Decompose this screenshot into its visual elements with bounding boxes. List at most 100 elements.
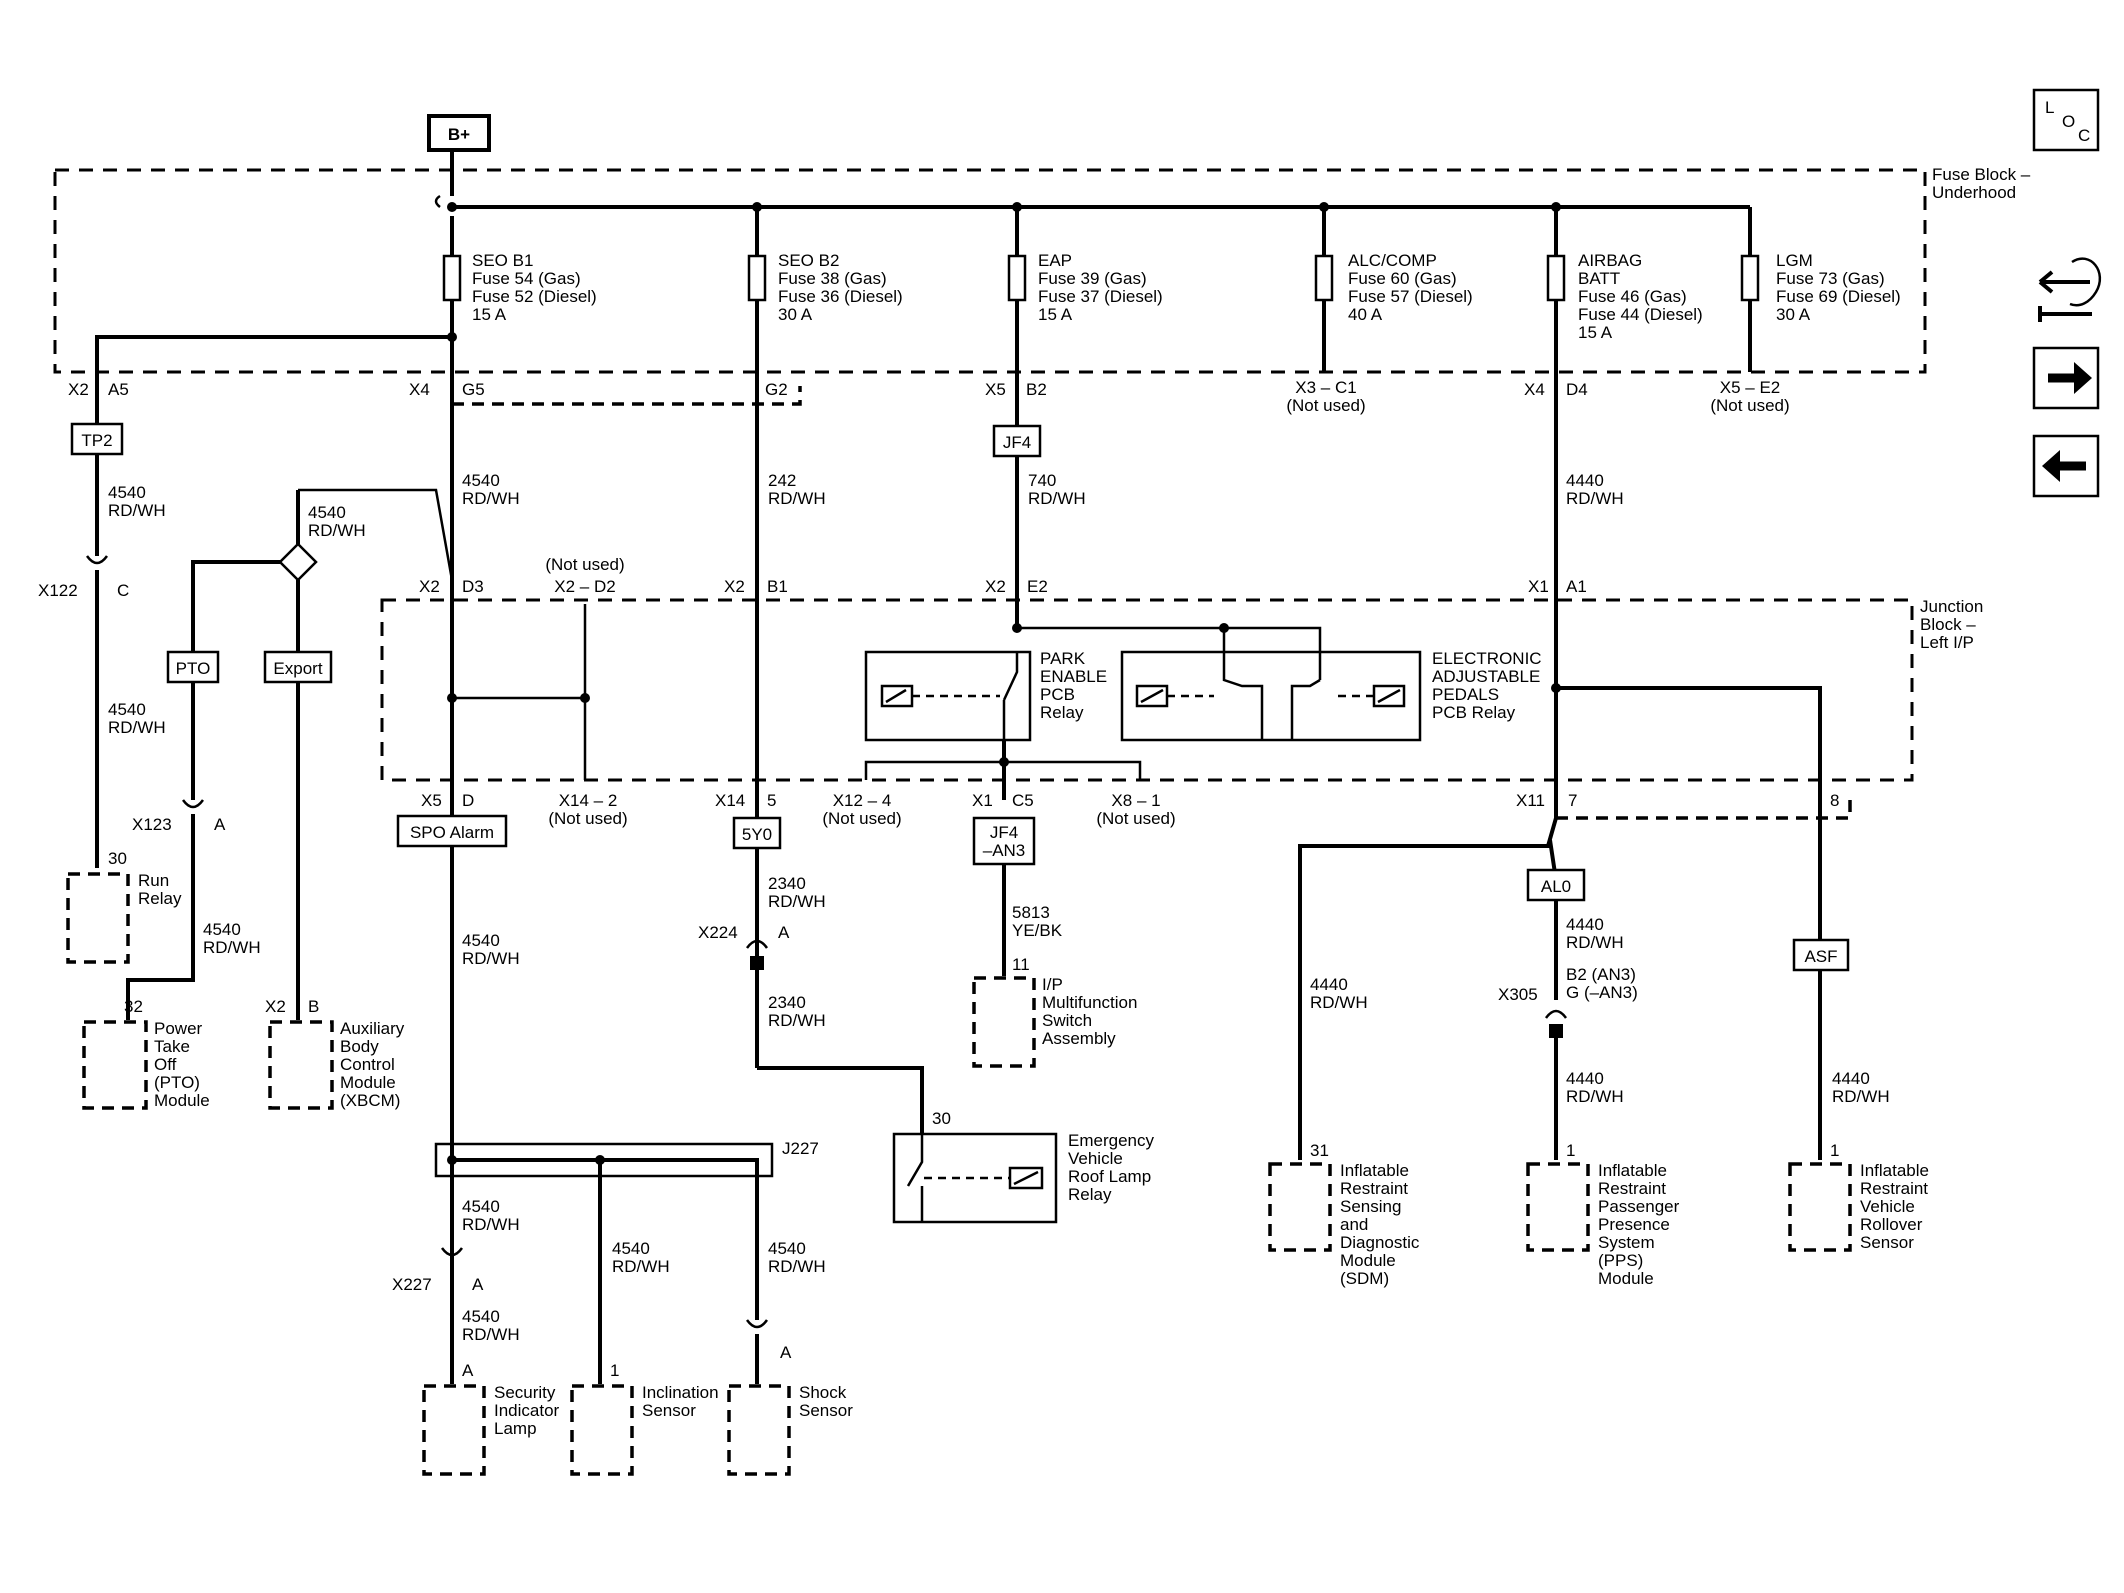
svg-text:Inflatable: Inflatable: [1340, 1161, 1409, 1180]
svg-text:X2: X2: [724, 577, 745, 596]
ip-multifunction-switch: [972, 976, 1036, 1068]
g5-g2-shared-connector: [452, 386, 802, 406]
svg-text:ALC/COMP: ALC/COMP: [1348, 251, 1437, 270]
svg-text:ELECTRONIC: ELECTRONIC: [1432, 649, 1542, 668]
svg-text:Assembly: Assembly: [1042, 1029, 1116, 1048]
svg-text:1: 1: [1830, 1141, 1839, 1160]
svg-text:(PTO): (PTO): [154, 1073, 200, 1092]
svg-text:4540: 4540: [308, 503, 346, 522]
svg-text:Indicator: Indicator: [494, 1401, 560, 1420]
prev-page-icon[interactable]: [2032, 434, 2100, 498]
svg-text:(SDM): (SDM): [1340, 1269, 1389, 1288]
svg-text:RD/WH: RD/WH: [1028, 489, 1086, 508]
svg-text:Security: Security: [494, 1383, 556, 1402]
connector-x227: [440, 1247, 464, 1257]
svg-text:Take: Take: [154, 1037, 190, 1056]
svg-text:RD/WH: RD/WH: [612, 1257, 670, 1276]
loc-icon[interactable]: L O C: [2032, 88, 2100, 152]
fuse-lgm: LGM Fuse 73 (Gas) Fuse 69 (Diesel) 30 A: [1740, 207, 1901, 372]
svg-text:30 A: 30 A: [1776, 305, 1811, 324]
svg-text:J227: J227: [782, 1139, 819, 1158]
svg-text:31: 31: [1310, 1141, 1329, 1160]
svg-text:4540: 4540: [462, 1197, 500, 1216]
svg-text:Auxiliary: Auxiliary: [340, 1019, 405, 1038]
svg-text:A: A: [462, 1361, 474, 1380]
svg-text:5813: 5813: [1012, 903, 1050, 922]
svg-text:Module: Module: [1340, 1251, 1396, 1270]
svg-text:and: and: [1340, 1215, 1368, 1234]
svg-text:RD/WH: RD/WH: [1566, 1087, 1624, 1106]
svg-text:SPO Alarm: SPO Alarm: [410, 823, 494, 842]
svg-text:X4: X4: [409, 380, 430, 399]
svg-text:2340: 2340: [768, 993, 806, 1012]
next-page-icon[interactable]: [2032, 346, 2100, 410]
xbcm-module: [268, 1020, 334, 1110]
svg-text:Diagnostic: Diagnostic: [1340, 1233, 1420, 1252]
svg-text:Fuse 39 (Gas): Fuse 39 (Gas): [1038, 269, 1147, 288]
svg-text:SEO B2: SEO B2: [778, 251, 839, 270]
svg-text:X1: X1: [1528, 577, 1549, 596]
connector-x122: [85, 555, 109, 565]
svg-text:Fuse 73 (Gas): Fuse 73 (Gas): [1776, 269, 1885, 288]
svg-text:AL0: AL0: [1541, 877, 1571, 896]
svg-text:A: A: [780, 1343, 792, 1362]
svg-text:40 A: 40 A: [1348, 305, 1383, 324]
svg-text:X227: X227: [392, 1275, 432, 1294]
svg-text:Roof Lamp: Roof Lamp: [1068, 1167, 1151, 1186]
svg-text:X12 – 4: X12 – 4: [833, 791, 892, 810]
svg-text:4440: 4440: [1832, 1069, 1870, 1088]
svg-text:ENABLE: ENABLE: [1040, 667, 1107, 686]
svg-text:Fuse 52 (Diesel): Fuse 52 (Diesel): [472, 287, 597, 306]
svg-text:X305: X305: [1498, 985, 1538, 1004]
fuse-alc-comp: ALC/COMP Fuse 60 (Gas) Fuse 57 (Diesel) …: [1314, 207, 1473, 372]
svg-text:X5 – E2: X5 – E2: [1720, 378, 1781, 397]
svg-text:(Not used): (Not used): [1286, 396, 1365, 415]
svg-text:RD/WH: RD/WH: [308, 521, 366, 540]
svg-text:RD/WH: RD/WH: [768, 1257, 826, 1276]
svg-text:X122: X122: [38, 581, 78, 600]
harness-icon[interactable]: [2038, 257, 2102, 322]
svg-text:X3 – C1: X3 – C1: [1295, 378, 1356, 397]
svg-text:Inflatable: Inflatable: [1860, 1161, 1929, 1180]
svg-text:PTO: PTO: [176, 659, 211, 678]
svg-text:Restraint: Restraint: [1860, 1179, 1928, 1198]
svg-text:RD/WH: RD/WH: [768, 489, 826, 508]
svg-text:B2: B2: [1026, 380, 1047, 399]
svg-text:740: 740: [1028, 471, 1056, 490]
svg-text:30: 30: [932, 1109, 951, 1128]
svg-text:X2: X2: [68, 380, 89, 399]
svg-text:4540: 4540: [462, 471, 500, 490]
svg-text:Export: Export: [273, 659, 322, 678]
emergency-vehicle-roof-lamp-relay: Emergency Vehicle Roof Lamp Relay: [892, 1131, 1154, 1224]
svg-text:Fuse 57 (Diesel): Fuse 57 (Diesel): [1348, 287, 1473, 306]
svg-text:4440: 4440: [1566, 1069, 1604, 1088]
svg-text:LGM: LGM: [1776, 251, 1813, 270]
svg-text:B1: B1: [767, 577, 788, 596]
svg-text:(Not used): (Not used): [1096, 809, 1175, 828]
svg-text:Module: Module: [340, 1073, 396, 1092]
svg-text:X1: X1: [972, 791, 993, 810]
svg-text:Fuse 44 (Diesel): Fuse 44 (Diesel): [1578, 305, 1703, 324]
svg-text:X14: X14: [715, 791, 745, 810]
svg-text:PEDALS: PEDALS: [1432, 685, 1499, 704]
svg-text:4540: 4540: [768, 1239, 806, 1258]
loc-letter-l: L: [2045, 98, 2054, 117]
svg-text:D: D: [462, 791, 474, 810]
svg-text:Lamp: Lamp: [494, 1419, 537, 1438]
svg-text:Fuse 38 (Gas): Fuse 38 (Gas): [778, 269, 887, 288]
loc-letter-c: C: [2078, 126, 2090, 145]
svg-text:4540: 4540: [203, 920, 241, 939]
svg-text:G5: G5: [462, 380, 485, 399]
svg-text:4540: 4540: [462, 931, 500, 950]
connector-x224: [745, 939, 769, 949]
svg-text:System: System: [1598, 1233, 1655, 1252]
svg-text:Fuse 69 (Diesel): Fuse 69 (Diesel): [1776, 287, 1901, 306]
svg-text:8: 8: [1830, 791, 1839, 810]
svg-text:4540: 4540: [108, 700, 146, 719]
asf-box: [1792, 938, 1850, 972]
pto-module: [82, 1020, 148, 1110]
svg-text:E2: E2: [1027, 577, 1048, 596]
svg-text:PARK: PARK: [1040, 649, 1086, 668]
fuse-eap: EAP Fuse 39 (Gas) Fuse 37 (Diesel) 15 A: [1007, 207, 1163, 632]
svg-text:C: C: [117, 581, 129, 600]
